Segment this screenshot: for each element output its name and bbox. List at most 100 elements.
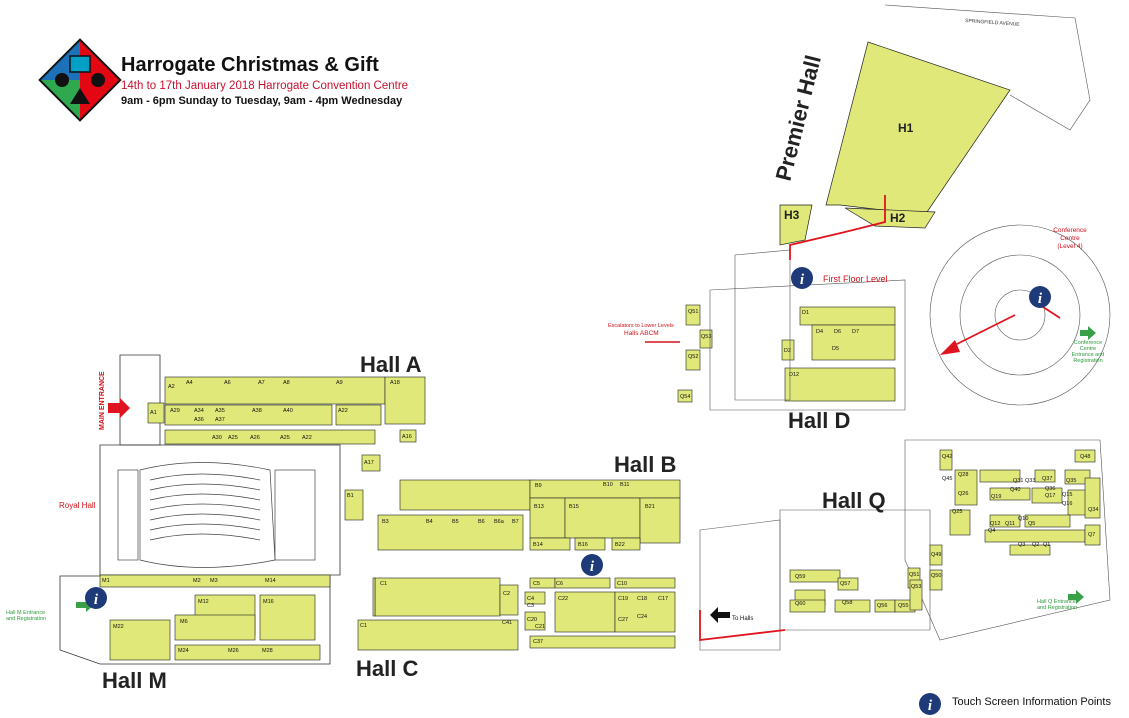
svg-text:Q7: Q7	[1088, 532, 1095, 538]
svg-text:C1: C1	[360, 623, 367, 629]
svg-text:M12: M12	[198, 599, 209, 605]
info-point-hall-b[interactable]: i	[581, 554, 603, 576]
svg-text:D1: D1	[802, 310, 809, 316]
svg-text:Q25: Q25	[952, 509, 962, 515]
svg-text:C18: C18	[637, 596, 647, 602]
svg-text:A25: A25	[280, 435, 290, 441]
conf-entrance-label-3: Entrance and	[1072, 352, 1105, 358]
svg-text:A18: A18	[390, 380, 400, 386]
route-arrow	[940, 340, 960, 355]
svg-text:D7: D7	[852, 329, 859, 335]
svg-text:B6: B6	[478, 519, 485, 525]
to-halls-arrow	[710, 607, 730, 623]
svg-text:Q56: Q56	[877, 603, 887, 609]
svg-text:C5: C5	[533, 581, 540, 587]
springfield-avenue-label: SPRINGFIELD AVENUE	[965, 18, 1021, 28]
svg-text:Q45: Q45	[942, 476, 952, 482]
show-title: Harrogate Christmas & Gift	[121, 54, 379, 76]
svg-text:A6: A6	[224, 380, 231, 386]
svg-text:i: i	[800, 272, 805, 288]
svg-text:D2: D2	[784, 348, 791, 354]
hall-c-label: Hall C	[356, 656, 418, 681]
svg-text:C17: C17	[658, 596, 668, 602]
hall-c-stands	[357, 577, 676, 651]
svg-text:C41: C41	[502, 620, 512, 626]
svg-text:M1: M1	[102, 578, 110, 584]
svg-text:A35: A35	[215, 408, 225, 414]
svg-text:C21: C21	[535, 624, 545, 630]
stand-h1: H1	[898, 121, 914, 135]
hall-m-stands	[99, 574, 331, 661]
svg-text:A37: A37	[215, 417, 225, 423]
svg-text:C10: C10	[617, 581, 627, 587]
svg-text:Q52: Q52	[688, 354, 698, 360]
main-entrance-label: MAIN ENTRANCE	[99, 371, 106, 430]
svg-text:Q10: Q10	[1018, 516, 1028, 522]
svg-text:A4: A4	[186, 380, 193, 386]
svg-text:Q40: Q40	[1010, 487, 1020, 493]
svg-text:B6a: B6a	[494, 519, 505, 525]
info-point-hall-m[interactable]: i	[85, 587, 107, 609]
svg-text:Q42: Q42	[942, 454, 952, 460]
svg-text:Q54: Q54	[680, 394, 690, 400]
svg-text:B13: B13	[534, 504, 544, 510]
show-logo	[38, 38, 122, 122]
svg-text:Q15: Q15	[1062, 492, 1072, 498]
show-hours: 9am - 6pm Sunday to Tuesday, 9am - 4pm W…	[121, 95, 403, 107]
svg-text:Q37: Q37	[1042, 476, 1052, 482]
hall-d-labels: D1 D4 D6 D7 D5 D2 D12 Q51 Q52 Q53 Q54	[680, 309, 859, 400]
to-halls-label: To Halls	[732, 616, 753, 622]
svg-text:Q60: Q60	[795, 601, 805, 607]
svg-text:Q26: Q26	[958, 491, 968, 497]
svg-text:B9: B9	[535, 483, 542, 489]
svg-text:Q12: Q12	[990, 521, 1000, 527]
svg-text:B14: B14	[533, 542, 543, 548]
hall-q-entrance-arrow	[1068, 590, 1084, 604]
svg-text:M26: M26	[228, 648, 239, 654]
svg-text:D6: D6	[834, 329, 841, 335]
hall-q-entrance-label-2: and Registration	[1037, 605, 1077, 611]
svg-text:B21: B21	[645, 504, 655, 510]
svg-text:B3: B3	[382, 519, 389, 525]
info-point-conference[interactable]: i	[1029, 286, 1051, 308]
legend-info-points: Touch Screen Information Points	[952, 696, 1111, 708]
svg-text:C24: C24	[637, 614, 647, 620]
legend-info-icon: i	[919, 693, 941, 715]
svg-text:Q51: Q51	[909, 572, 919, 578]
svg-text:M28: M28	[262, 648, 273, 654]
hall-b-stands	[344, 479, 681, 551]
hall-m-entrance-label-1: Hall M Entrance	[6, 610, 45, 616]
svg-text:i: i	[94, 592, 99, 608]
conference-label-2: Centre	[1060, 235, 1080, 242]
svg-text:Q51: Q51	[688, 309, 698, 315]
hall-m-entrance-label-2: and Registration	[6, 616, 46, 622]
svg-text:Q50: Q50	[931, 573, 941, 579]
svg-text:Q58: Q58	[842, 600, 852, 606]
hall-q-stands	[789, 449, 1101, 613]
svg-text:M24: M24	[178, 648, 189, 654]
svg-text:Q55: Q55	[898, 603, 908, 609]
svg-text:A38: A38	[252, 408, 262, 414]
svg-text:M2: M2	[193, 578, 201, 584]
svg-text:A40: A40	[283, 408, 293, 414]
svg-text:B15: B15	[569, 504, 579, 510]
svg-text:C27: C27	[618, 617, 628, 623]
svg-text:Q28: Q28	[958, 472, 968, 478]
hall-m-labels: M1 M2 M3 M14 M12 M16 M6 M22 M24 M26 M28	[102, 578, 276, 654]
hall-b-labels: B9 B10 B11 B1 B13 B15 B21 B3 B4 B5 B6 B6…	[347, 482, 655, 548]
svg-text:Q5: Q5	[1028, 521, 1035, 527]
svg-text:A1: A1	[150, 410, 157, 416]
hall-q-label: Hall Q	[822, 488, 886, 513]
svg-text:Q31: Q31	[1013, 478, 1023, 484]
svg-text:A8: A8	[283, 380, 290, 386]
svg-text:C20: C20	[527, 617, 537, 623]
svg-text:i: i	[1038, 291, 1043, 307]
svg-text:C6: C6	[556, 581, 563, 587]
svg-text:Q17: Q17	[1045, 493, 1055, 499]
svg-text:Q33: Q33	[1025, 478, 1035, 484]
info-point-first-floor[interactable]: i	[791, 267, 813, 289]
conf-entrance-label-1: Conference	[1074, 340, 1102, 346]
svg-text:Q53: Q53	[911, 584, 921, 590]
svg-text:C2: C2	[503, 591, 510, 597]
svg-text:B11: B11	[620, 482, 629, 488]
